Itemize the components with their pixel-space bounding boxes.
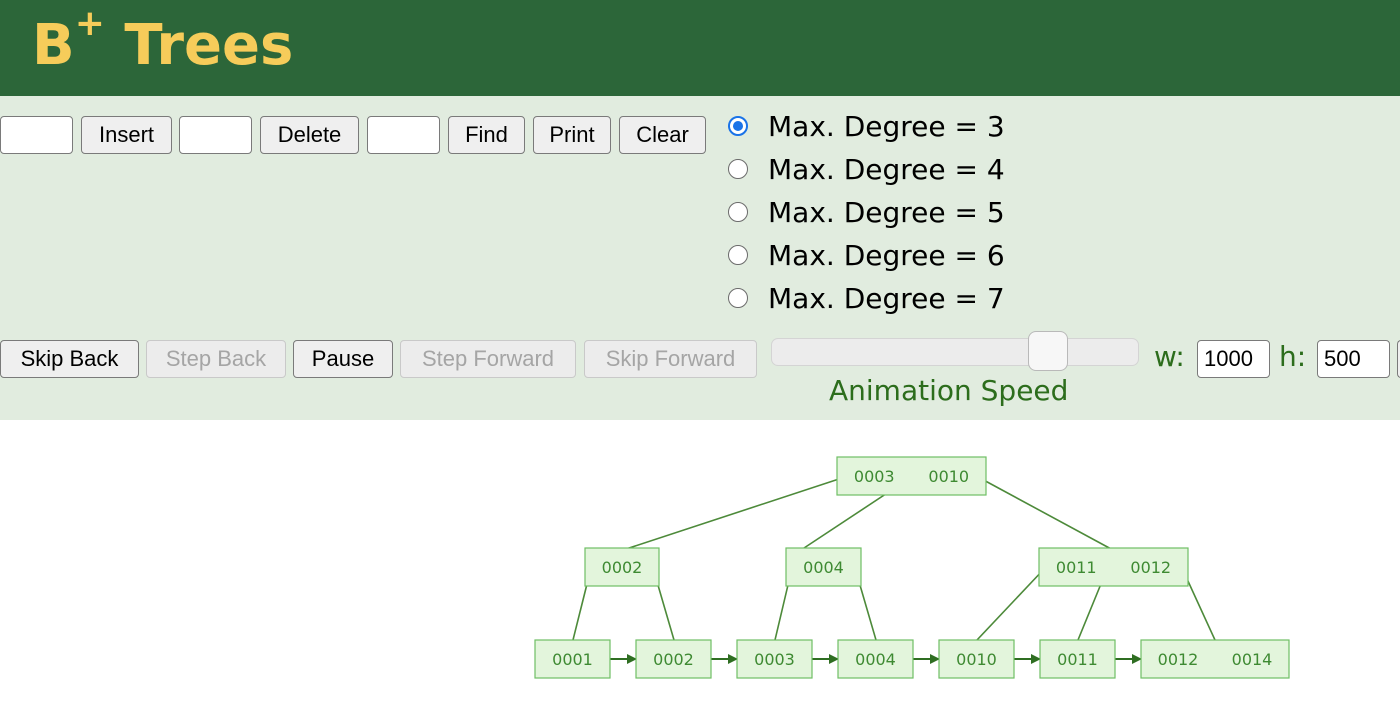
degree-label: Max. Degree = 3	[768, 109, 1005, 143]
degree-label: Max. Degree = 4	[768, 152, 1005, 186]
height-label: h:	[1279, 340, 1307, 373]
header-bar: B+ Trees	[0, 0, 1400, 96]
skip-back-button[interactable]: Skip Back	[0, 340, 139, 378]
node-key: 0003	[854, 467, 895, 486]
tree-canvas: 0003 0010 0002 0004 0011 0012 0001 0002 0003 0004…	[534, 456, 1290, 679]
leaf-node: 0004	[837, 639, 914, 679]
step-back-button[interactable]: Step Back	[146, 340, 286, 378]
degree-option-3[interactable]: Max. Degree = 3	[728, 106, 1005, 146]
node-key: 0010	[956, 650, 997, 669]
leaf-node: 0011	[1039, 639, 1116, 679]
insert-button[interactable]: Insert	[81, 116, 172, 154]
clear-button[interactable]: Clear	[619, 116, 706, 154]
node-key: 0002	[602, 558, 643, 577]
radio-button[interactable]	[728, 116, 748, 136]
degree-label: Max. Degree = 7	[768, 281, 1005, 315]
delete-button[interactable]: Delete	[260, 116, 359, 154]
node-key: 0003	[754, 650, 795, 669]
leaf-node: 0010	[938, 639, 1015, 679]
canvas-height-input[interactable]	[1317, 340, 1390, 378]
animation-speed-slider[interactable]	[771, 338, 1139, 366]
skip-forward-button[interactable]: Skip Forward	[584, 340, 757, 378]
degree-label: Max. Degree = 5	[768, 195, 1005, 229]
leaf-node: 0012 0014	[1140, 639, 1290, 679]
leaf-node: 0002	[635, 639, 712, 679]
node-key: 0004	[855, 650, 896, 669]
radio-button[interactable]	[728, 202, 748, 222]
leaf-node: 0003	[736, 639, 813, 679]
find-button[interactable]: Find	[448, 116, 525, 154]
internal-node: 0004	[785, 547, 862, 587]
internal-node: 0011 0012	[1038, 547, 1189, 587]
node-key: 0012	[1130, 558, 1171, 577]
node-key: 0004	[803, 558, 844, 577]
slider-handle[interactable]	[1028, 331, 1068, 371]
animation-speed-label: Animation Speed	[829, 374, 1069, 407]
node-key: 0012	[1158, 650, 1199, 669]
page-title: B+ Trees	[32, 3, 294, 79]
node-key: 0011	[1057, 650, 1098, 669]
node-key: 0014	[1232, 650, 1273, 669]
print-button[interactable]: Print	[533, 116, 611, 154]
node-key: 0011	[1056, 558, 1097, 577]
step-forward-button[interactable]: Step Forward	[400, 340, 576, 378]
degree-option-5[interactable]: Max. Degree = 5	[728, 192, 1005, 232]
width-label: w:	[1154, 340, 1185, 373]
degree-option-6[interactable]: Max. Degree = 6	[728, 235, 1005, 275]
change-canvas-size-button[interactable]	[1397, 340, 1400, 378]
leaf-node: 0001	[534, 639, 611, 679]
pause-button[interactable]: Pause	[293, 340, 393, 378]
tree-edge	[622, 476, 846, 551]
find-input[interactable]	[367, 116, 440, 154]
internal-node: 0002	[584, 547, 660, 587]
radio-button[interactable]	[728, 245, 748, 265]
canvas-width-input[interactable]	[1197, 340, 1270, 378]
insert-input[interactable]	[0, 116, 73, 154]
delete-input[interactable]	[179, 116, 252, 154]
degree-label: Max. Degree = 6	[768, 238, 1005, 272]
radio-button[interactable]	[728, 288, 748, 308]
tree-edge	[976, 567, 1046, 641]
root-node: 0003 0010	[836, 456, 987, 496]
node-key: 0010	[928, 467, 969, 486]
degree-option-7[interactable]: Max. Degree = 7	[728, 278, 1005, 318]
node-key: 0001	[552, 650, 593, 669]
tree-edge	[977, 476, 1114, 551]
node-key: 0002	[653, 650, 694, 669]
radio-button[interactable]	[728, 159, 748, 179]
degree-option-4[interactable]: Max. Degree = 4	[728, 149, 1005, 189]
